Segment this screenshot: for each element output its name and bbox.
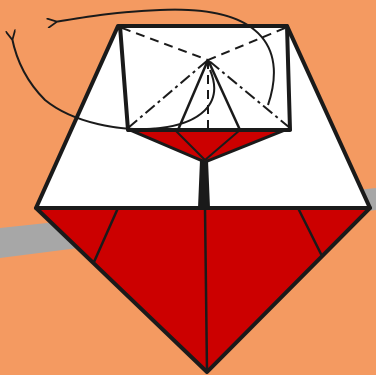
center-stem	[198, 160, 210, 208]
lower-red-flap	[36, 208, 370, 372]
